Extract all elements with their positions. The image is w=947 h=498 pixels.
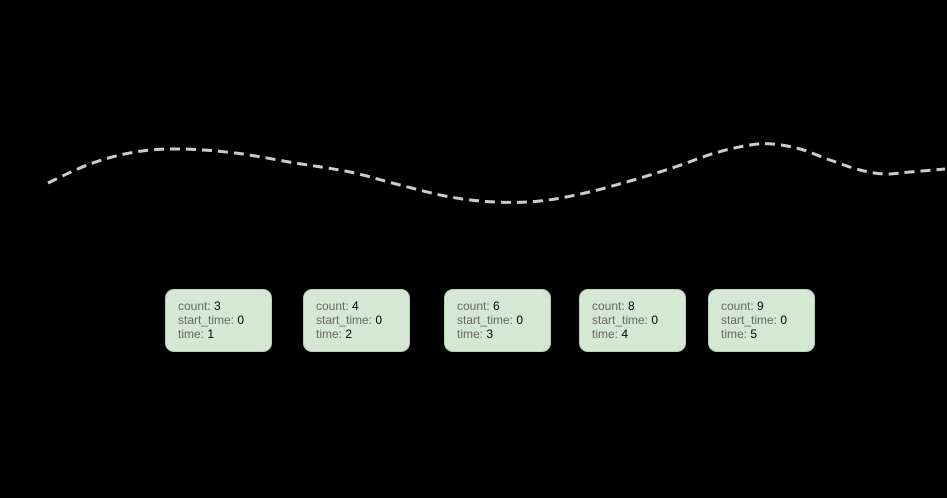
field-value: 3 (214, 299, 221, 313)
field-start-time: start_time: 0 (178, 313, 263, 327)
dashed-curve (47, 142, 946, 204)
field-value: 0 (780, 313, 788, 327)
field-label: count: (178, 299, 211, 313)
field-label: time: (457, 327, 484, 341)
field-label: time: (178, 327, 205, 341)
field-value: 0 (516, 313, 524, 327)
field-value: 4 (352, 299, 359, 313)
state-node-3: count: 6 start_time: 0 time: 3 (444, 289, 551, 352)
field-label: count: (457, 299, 490, 313)
field-value: 8 (628, 299, 635, 313)
field-count: count: 4 (316, 299, 401, 313)
field-count: count: 3 (178, 299, 263, 313)
field-value: 6 (493, 299, 500, 313)
field-value: 3 (486, 327, 494, 341)
field-value: 4 (621, 327, 629, 341)
field-label: start_time: (457, 313, 514, 327)
field-start-time: start_time: 0 (457, 313, 542, 327)
field-value: 9 (757, 299, 764, 313)
field-start-time: start_time: 0 (721, 313, 806, 327)
state-node-4: count: 8 start_time: 0 time: 4 (579, 289, 686, 352)
field-label: count: (721, 299, 754, 313)
field-time: time: 1 (178, 327, 263, 341)
field-value: 0 (651, 313, 659, 327)
field-time: time: 4 (592, 327, 677, 341)
state-node-2: count: 4 start_time: 0 time: 2 (303, 289, 410, 352)
field-count: count: 9 (721, 299, 806, 313)
field-value: 1 (207, 327, 215, 341)
field-value: 5 (750, 327, 758, 341)
field-count: count: 8 (592, 299, 677, 313)
field-label: time: (592, 327, 619, 341)
field-value: 0 (237, 313, 245, 327)
field-time: time: 2 (316, 327, 401, 341)
field-value: 2 (345, 327, 353, 341)
field-label: start_time: (178, 313, 235, 327)
field-value: 0 (375, 313, 383, 327)
field-count: count: 6 (457, 299, 542, 313)
field-label: count: (592, 299, 625, 313)
field-start-time: start_time: 0 (316, 313, 401, 327)
field-label: time: (721, 327, 748, 341)
field-start-time: start_time: 0 (592, 313, 677, 327)
field-label: count: (316, 299, 349, 313)
field-label: time: (316, 327, 343, 341)
state-node-1: count: 3 start_time: 0 time: 1 (165, 289, 272, 352)
field-label: start_time: (316, 313, 373, 327)
field-label: start_time: (592, 313, 649, 327)
field-time: time: 3 (457, 327, 542, 341)
field-label: start_time: (721, 313, 778, 327)
field-time: time: 5 (721, 327, 806, 341)
state-node-5: count: 9 start_time: 0 time: 5 (708, 289, 815, 352)
